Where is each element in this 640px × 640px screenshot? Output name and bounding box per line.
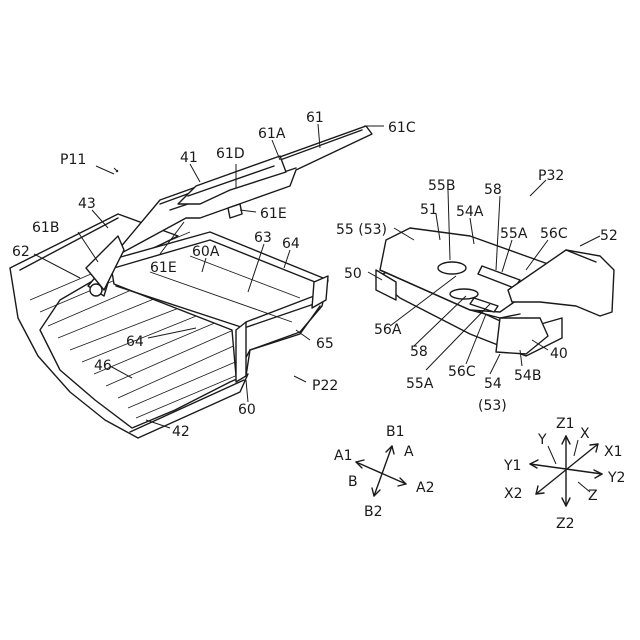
label-64-b: 64 <box>126 334 144 350</box>
axis-labels-xyz: Z1 Y X X1 Y1 Y2 X2 Z Z2 <box>503 416 625 532</box>
axis-label-x: X <box>580 426 590 442</box>
label-p22: P22 <box>312 378 338 394</box>
label-56c-a: 56C <box>540 226 568 242</box>
axis-label-a: A <box>404 444 414 460</box>
label-64-a: 64 <box>282 236 300 252</box>
label-50: 50 <box>344 266 362 282</box>
axis-label-b1: B1 <box>386 424 405 440</box>
label-56c-b: 56C <box>448 364 476 380</box>
axis-label-b: B <box>348 474 358 490</box>
axis-label-a2: A2 <box>416 480 434 496</box>
label-55-53: 55 (53) <box>336 222 387 238</box>
label-61b: 61B <box>32 220 59 236</box>
axis-label-z: Z <box>588 488 598 504</box>
axis-label-y: Y <box>537 432 547 448</box>
label-53: (53) <box>478 398 507 414</box>
axis-indicator-ab <box>356 446 406 496</box>
label-65: 65 <box>316 336 334 352</box>
axis-label-x1: X1 <box>604 444 623 460</box>
label-p32: P32 <box>538 168 564 184</box>
label-43: 43 <box>78 196 96 212</box>
label-60: 60 <box>238 402 256 418</box>
label-54: 54 <box>484 376 502 392</box>
label-55b: 55B <box>428 178 455 194</box>
label-63: 63 <box>254 230 272 246</box>
label-61e-a: 61E <box>260 206 287 222</box>
axis-labels-ab: B1 A1 A B A2 B2 <box>334 424 434 520</box>
label-58-b: 58 <box>410 344 428 360</box>
label-54b: 54B <box>514 368 541 384</box>
label-p11: P11 <box>60 152 86 168</box>
axis-label-y1: Y1 <box>503 458 521 474</box>
label-55a-a: 55A <box>500 226 528 242</box>
label-40: 40 <box>550 346 568 362</box>
label-61d: 61D <box>216 146 245 162</box>
label-51: 51 <box>420 202 438 218</box>
label-42: 42 <box>172 424 190 440</box>
label-54a: 54A <box>456 204 484 220</box>
label-52: 52 <box>600 228 618 244</box>
label-61e-b: 61E <box>150 260 177 276</box>
label-61c: 61C <box>388 120 416 136</box>
label-60a: 60A <box>192 244 220 260</box>
axis-label-a1: A1 <box>334 448 352 464</box>
label-61: 61 <box>306 110 324 126</box>
axis-label-x2: X2 <box>504 486 523 502</box>
label-55a-b: 55A <box>406 376 434 392</box>
axis-label-z2: Z2 <box>556 516 575 532</box>
axis-label-z1: Z1 <box>556 416 575 432</box>
label-56a: 56A <box>374 322 402 338</box>
label-62: 62 <box>12 244 30 260</box>
label-46: 46 <box>94 358 112 374</box>
axis-label-b2: B2 <box>364 504 383 520</box>
label-61a: 61A <box>258 126 286 142</box>
label-58-a: 58 <box>484 182 502 198</box>
label-41: 41 <box>180 150 198 166</box>
clip-40 <box>376 228 614 356</box>
axis-label-y2: Y2 <box>607 470 625 486</box>
